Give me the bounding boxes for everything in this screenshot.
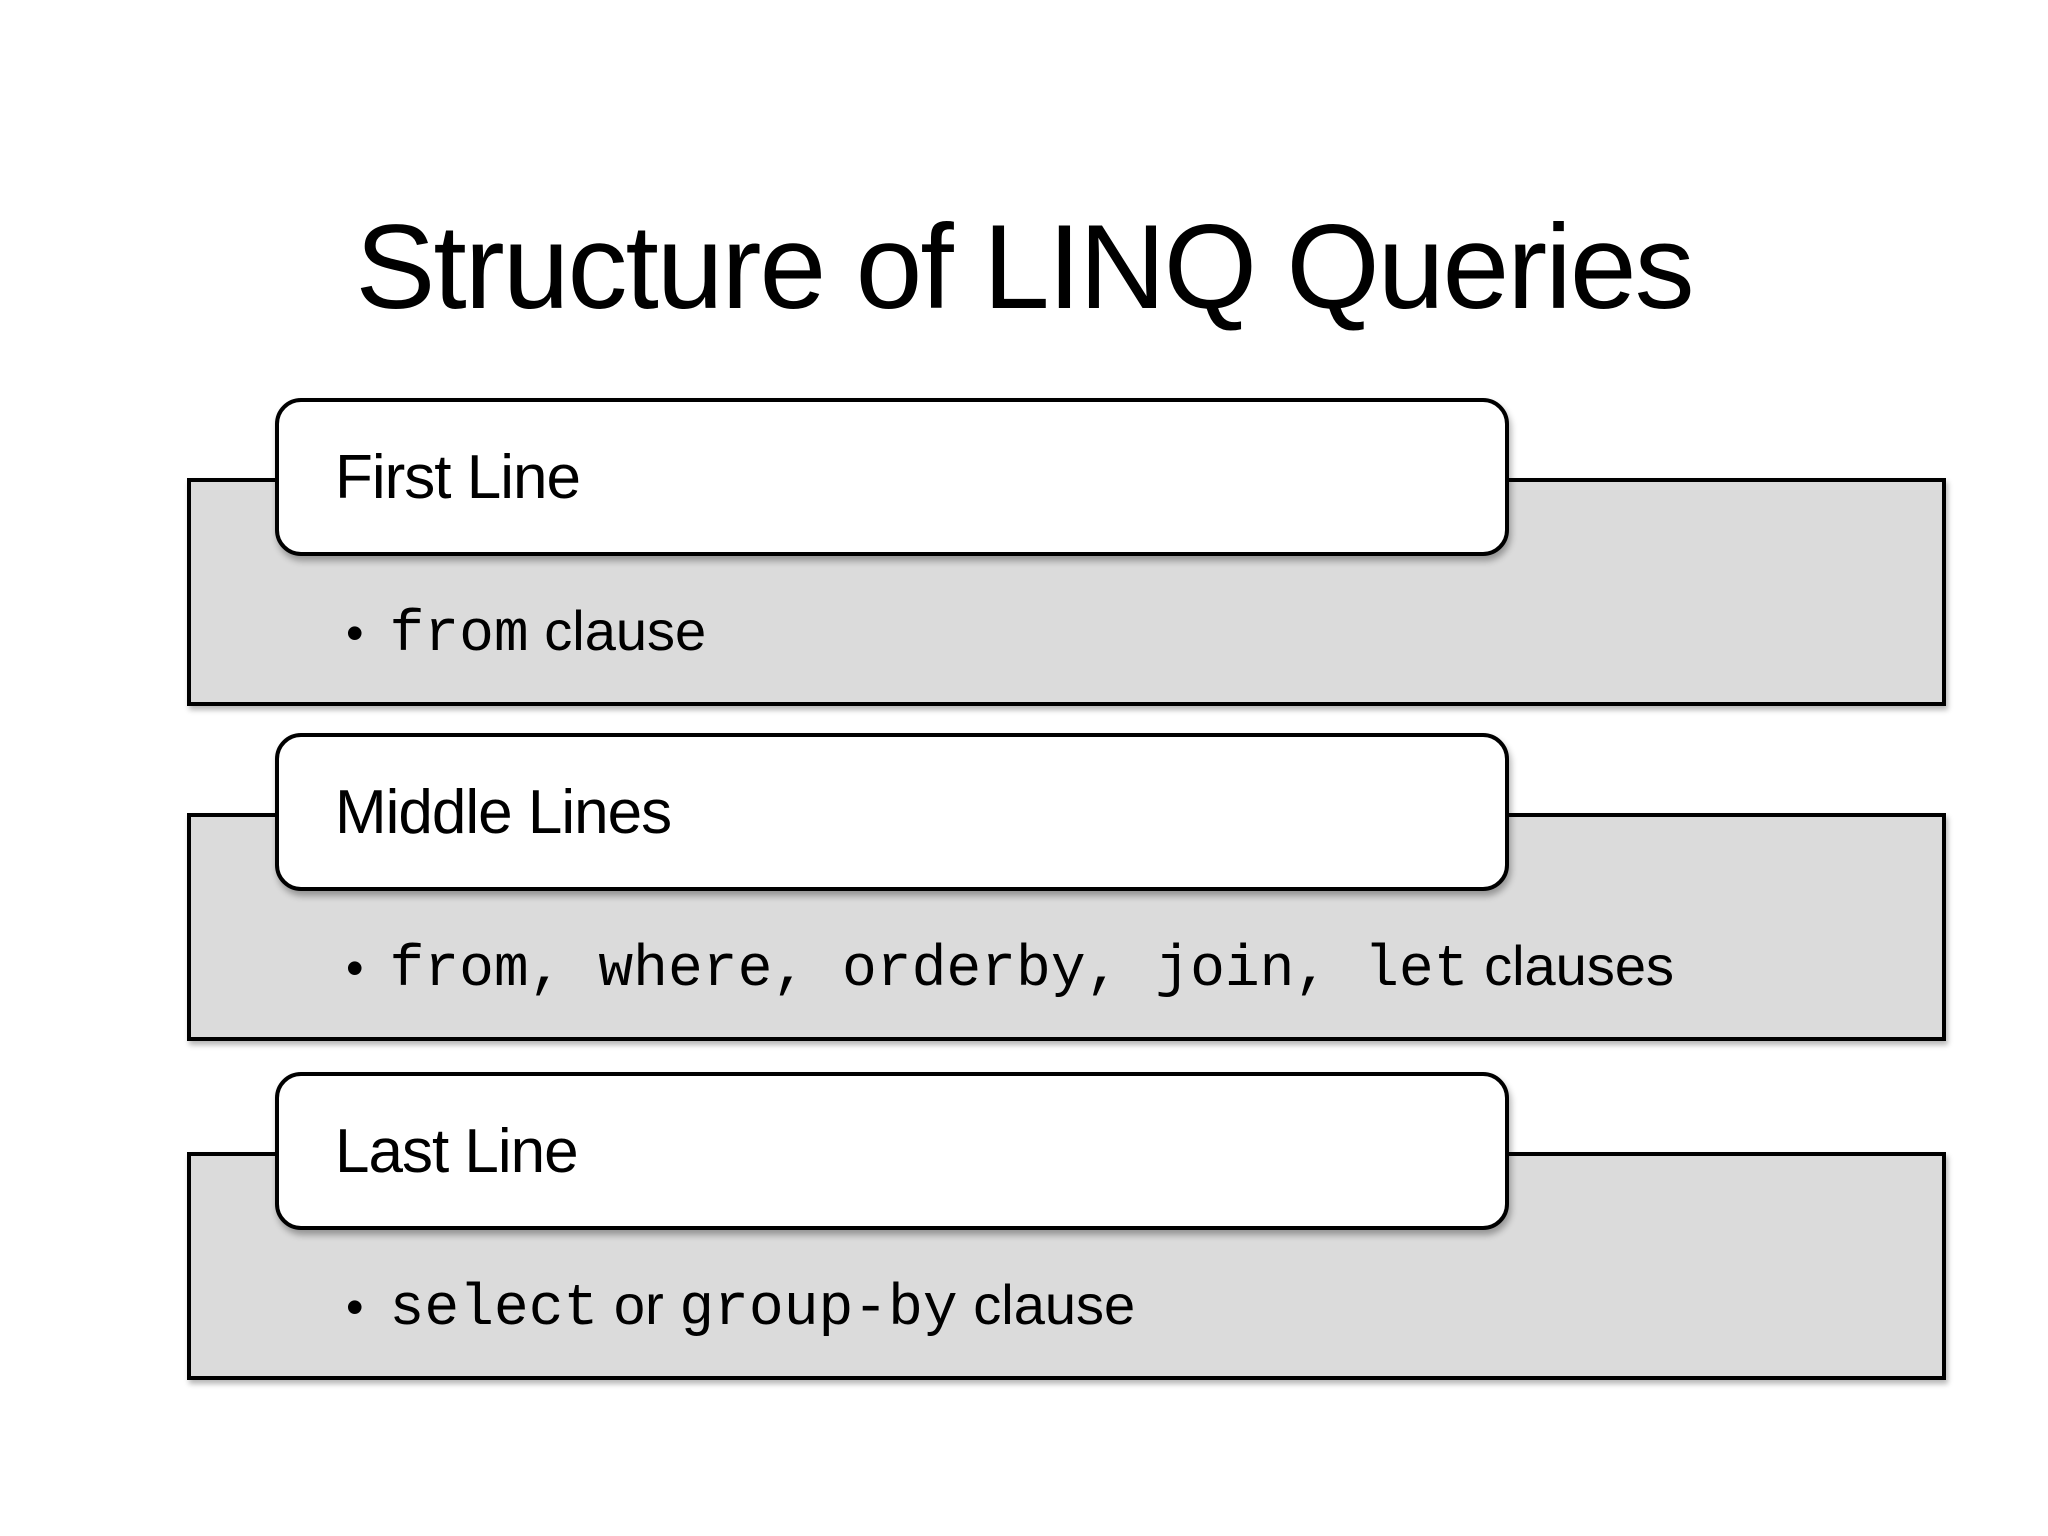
middle-lines-heading: Middle Lines	[335, 777, 672, 847]
code-keyword: from	[389, 603, 529, 668]
middle-lines-tab: Middle Lines	[275, 733, 1509, 891]
middle-lines-bullet-item: • from, where, orderby, join, let clauses	[346, 891, 1936, 1041]
code-keyword: join,	[1155, 938, 1365, 1003]
plain-text: clause	[528, 599, 707, 662]
middle-lines-block: Middle Lines • from, where, orderby, join…	[0, 733, 2048, 1121]
last-line-heading: Last Line	[335, 1116, 579, 1186]
page-title: Structure of LINQ Queries	[355, 200, 1694, 335]
first-line-heading: First Line	[335, 442, 581, 512]
first-line-block: First Line • from clause	[0, 398, 2048, 786]
code-keyword: where,	[598, 938, 842, 1003]
first-line-bullet-item: • from clause	[346, 556, 1936, 706]
bullet-icon: •	[346, 1279, 364, 1335]
first-line-tab: First Line	[275, 398, 1509, 556]
code-keyword: select	[389, 1277, 599, 1342]
code-keyword: group-by	[679, 1277, 958, 1342]
last-line-block: Last Line • select or group-by clause	[0, 1072, 2048, 1460]
last-line-tab: Last Line	[275, 1072, 1509, 1230]
bullet-icon: •	[346, 605, 364, 661]
code-keyword: from,	[389, 938, 599, 1003]
code-keyword: orderby,	[842, 938, 1156, 1003]
code-keyword: let	[1364, 938, 1469, 1003]
plain-text: clauses	[1468, 934, 1674, 997]
bullet-icon: •	[346, 940, 364, 996]
last-line-bullet-item: • select or group-by clause	[346, 1230, 1936, 1380]
plain-text: or	[598, 1273, 680, 1336]
plain-text: clause	[957, 1273, 1136, 1336]
